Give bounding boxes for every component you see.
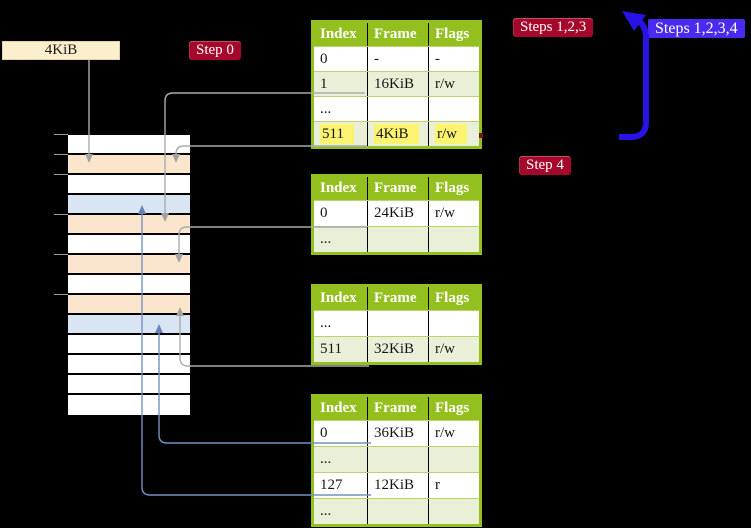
table-row: ... [314,498,479,524]
badge-step-4: Step 4 [519,156,571,175]
table-cell: 127 [314,473,368,498]
memory-frame-24kib [68,255,190,275]
table-cell [368,311,429,336]
table-cell: ... [314,97,368,121]
column-header: Index [314,287,368,310]
memory-frame-0kib [68,135,190,155]
memory-frame-32kib [68,295,190,315]
table-cell [429,97,479,121]
table-row: 0-- [314,46,479,71]
column-header: Frame [368,177,429,200]
badge-steps-1-2-3: Steps 1,2,3 [513,18,594,37]
table-row: ... [314,226,479,252]
table-cell: r/w [429,201,479,226]
column-header: Frame [368,23,429,46]
memory-frame-36kib [68,315,190,335]
table-cell: r [429,473,479,498]
table-cell: 12KiB [368,473,429,498]
table-cell: - [429,47,479,71]
highlighted-value: 4KiB [374,124,419,144]
table-cell: 24KiB [368,201,429,226]
memory-frame-16kib [68,215,190,235]
memory-tick [54,294,68,295]
memory-frame-28kib [68,275,190,295]
table-cell: ... [314,499,368,524]
table-row: ... [314,96,479,121]
table-cell [368,227,429,252]
table-cell: 511 [314,122,368,146]
memory-frame-20kib [68,235,190,255]
table-cell: 4KiB [368,122,429,146]
table-cell: 511 [314,337,368,362]
table-cell: ... [314,311,368,336]
table-cell [429,311,479,336]
memory-tick [54,254,68,255]
table-cell: r/w [429,337,479,362]
table-cell: r/w [429,122,479,146]
table-cell: - [368,47,429,71]
badge-steps-1-2-3-4: Steps 1,2,3,4 [648,19,745,38]
table-row: ... [314,310,479,336]
table-cell: 36KiB [368,421,429,446]
frame-size-label: 4KiB [2,41,120,60]
memory-tick [54,134,68,135]
table-cell: 0 [314,421,368,446]
table-cell: 16KiB [368,72,429,96]
memory-tick [54,214,68,215]
table-cell [368,447,429,472]
column-header: Flags [435,400,470,416]
column-header: Index [314,177,368,200]
table-cell: 1 [314,72,368,96]
column-header: Frame [368,287,429,310]
highlighted-value: r/w [435,124,467,144]
table-cell: 32KiB [368,337,429,362]
recursive-loop-arrow [619,17,649,140]
table-cell: 0 [314,201,368,226]
column-header: Flags [435,290,470,306]
physical-memory-column [68,135,190,415]
table-cell [429,499,479,524]
table-cell: ... [314,447,368,472]
table-cell [368,97,429,121]
memory-tick [54,154,68,155]
memory-frame-48kib [68,375,190,395]
memory-frame-44kib [68,355,190,375]
column-header: Flags [435,26,470,42]
memory-frame-40kib [68,335,190,355]
column-header: Index [314,397,368,420]
column-header: Index [314,23,368,46]
table-cell: ... [314,227,368,252]
column-header: Frame [368,397,429,420]
table-cell [368,499,429,524]
table-row: ... [314,446,479,472]
memory-frame-52kib [68,395,190,415]
badge-step-0: Step 0 [189,41,241,60]
memory-tick [54,174,68,175]
table-cell: r/w [429,421,479,446]
table-cell [429,227,479,252]
memory-frame-4kib [68,155,190,175]
highlighted-value: 511 [320,124,354,144]
table-cell: r/w [429,72,479,96]
table-row: 511 4KiB r/w [314,121,479,146]
memory-frame-12kib [68,195,190,215]
memory-frame-8kib [68,175,190,195]
table-cell [429,447,479,472]
table-cell: 0 [314,47,368,71]
column-header: Flags [435,180,470,196]
